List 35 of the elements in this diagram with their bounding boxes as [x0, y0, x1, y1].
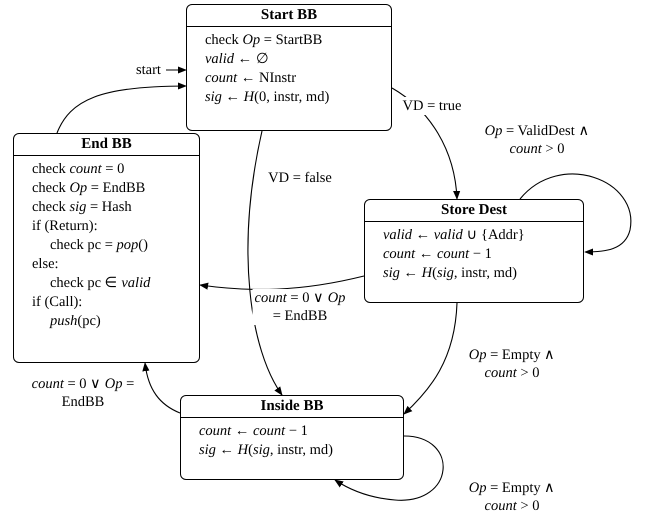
edge-label: count = 0 ∨ Op = EndBB [252, 289, 348, 325]
state-action: check Op = StartBB [204, 31, 324, 50]
transition-arrow [166, 66, 187, 74]
state-action: count ← NInstr [204, 69, 298, 88]
state-action: sig ← H(sig, instr, md) [382, 264, 518, 283]
state-action: if (Call): [31, 293, 84, 312]
state-title: Store Dest [365, 200, 583, 222]
state-action: check sig = Hash [31, 198, 133, 217]
state-action: sig ← H(sig, instr, md) [198, 441, 334, 460]
state-action: valid ← ∅ [204, 50, 270, 69]
transition-arrow [56, 82, 187, 134]
state-box [186, 4, 392, 131]
state-action: else: [31, 255, 60, 274]
state-action: count ← count − 1 [382, 245, 493, 264]
transition-arrow [334, 435, 444, 501]
state-title: Start BB [187, 5, 391, 27]
state-box [13, 133, 200, 363]
state-action: check pc = pop() [49, 236, 149, 255]
transition-arrow [199, 275, 364, 290]
state-action: check Op = EndBB [31, 179, 146, 198]
state-action: if (Return): [31, 217, 99, 236]
state-box [180, 395, 404, 480]
state-action: count ← count − 1 [198, 422, 309, 441]
transition-arrow [142, 362, 180, 414]
transition-arrow [403, 302, 458, 415]
state-action: check count = 0 [31, 160, 126, 179]
state-title: End BB [14, 134, 199, 156]
state-action: check pc ∈ valid [49, 274, 152, 293]
state-box [364, 199, 584, 303]
state-action: push(pc) [48, 312, 102, 331]
state-action: sig ← H(0, instr, md) [204, 88, 330, 107]
transition-arrow [520, 174, 632, 256]
transition-arrow [248, 130, 282, 396]
state-action: valid ← valid ∪ {Addr} [382, 226, 526, 245]
state-title: Inside BB [181, 396, 403, 418]
